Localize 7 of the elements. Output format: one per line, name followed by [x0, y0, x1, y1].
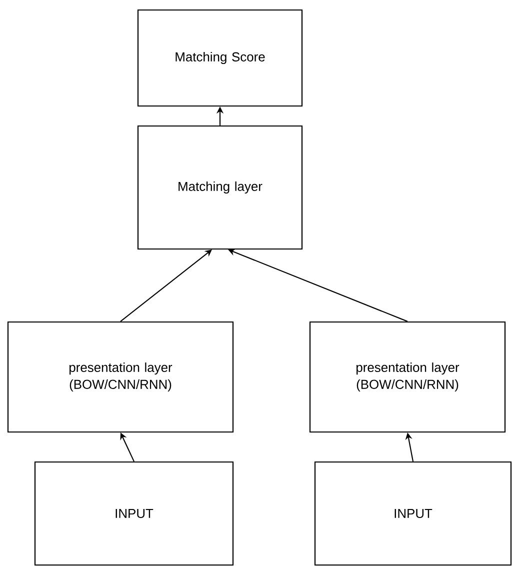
- layer-box: presentation layer (BOW/CNN/RNN): [7, 321, 234, 433]
- layer-box: INPUT: [34, 461, 234, 566]
- layer-box: Matching Score: [137, 9, 303, 107]
- layer-box: presentation layer (BOW/CNN/RNN): [309, 321, 506, 433]
- layer-box: Matching layer: [137, 125, 303, 250]
- layer-box: INPUT: [314, 461, 512, 566]
- arrow: [120, 250, 212, 322]
